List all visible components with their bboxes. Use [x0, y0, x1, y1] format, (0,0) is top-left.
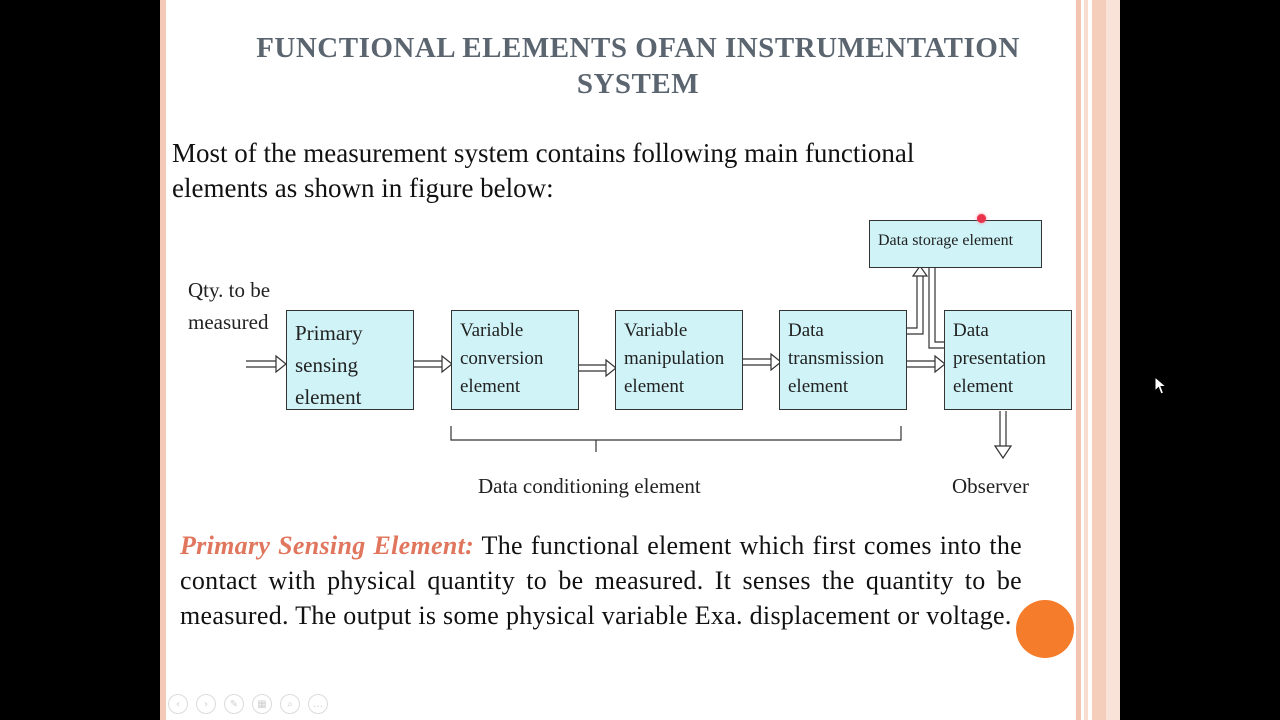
intro-line-2: elements as shown in figure below:: [172, 173, 554, 203]
slide-title: FUNCTIONAL ELEMENTS OFAN INSTRUMENTATION…: [200, 30, 1076, 102]
input-label-line-1: Qty. to be: [188, 278, 271, 302]
arrow-transmission-to-presentation: [907, 354, 946, 374]
input-arrow: [246, 354, 287, 374]
arrow-sensing-to-conversion: [414, 354, 453, 374]
slide-title-line-1: FUNCTIONAL ELEMENTS OFAN INSTRUMENTATION: [256, 32, 1020, 64]
more-icon[interactable]: …: [308, 694, 328, 714]
box-line: element: [953, 376, 1014, 397]
conditioning-brace: [450, 426, 902, 452]
next-icon[interactable]: ›: [196, 694, 216, 714]
mouse-cursor-icon: [1154, 376, 1168, 395]
primary-sensing-paragraph: Primary Sensing Element: The functional …: [180, 528, 1022, 633]
storage-label: Data storage element: [878, 232, 1014, 249]
arrow-to-storage: [907, 264, 929, 335]
input-label-line-2: measured: [188, 310, 269, 334]
box-line: Variable: [624, 320, 688, 341]
input-label: Qty. to be measured: [188, 274, 270, 338]
arrow-storage-to-presentation: [928, 268, 944, 349]
box-line: presentation: [953, 348, 1046, 369]
prev-icon[interactable]: ‹: [168, 694, 188, 714]
pen-icon[interactable]: ✎: [224, 694, 244, 714]
box-line: element: [624, 376, 685, 397]
slideshow-toolbar: ‹ › ✎ ▦ ⌕ …: [168, 694, 328, 716]
box-line: Data: [953, 320, 989, 341]
box-line: transmission: [788, 348, 885, 369]
variable-manipulation-element-box: Variable manipulation element: [615, 310, 743, 410]
box-line: conversion: [460, 348, 544, 369]
arrow-conversion-to-manipulation: [578, 358, 617, 378]
slide-border-right-2: [1084, 0, 1088, 720]
box-line: element: [460, 376, 521, 397]
primary-sensing-element-box: Primary sensing element: [286, 310, 414, 410]
presentation-slide: FUNCTIONAL ELEMENTS OFAN INSTRUMENTATION…: [160, 0, 1120, 720]
box-line: sensing: [295, 353, 358, 377]
block-diagram: Qty. to be measured Primary sensing elem…: [180, 214, 1080, 514]
observer-label: Observer: [952, 474, 1029, 498]
data-presentation-element-box: Data presentation element: [944, 310, 1072, 410]
slide-border-left: [160, 0, 166, 720]
box-line: Variable: [460, 320, 524, 341]
intro-line-1: Most of the measurement system contains …: [172, 138, 915, 168]
intro-text: Most of the measurement system contains …: [172, 136, 1102, 206]
definition-body: The functional element which first comes…: [180, 531, 1022, 630]
conditioning-label: Data conditioning element: [478, 474, 701, 498]
variable-conversion-element-box: Variable conversion element: [451, 310, 579, 410]
orange-circle-decoration: [1016, 600, 1074, 658]
slide-border-right-4: [1106, 0, 1120, 720]
slides-icon[interactable]: ▦: [252, 694, 272, 714]
slide-title-line-2: SYSTEM: [576, 68, 700, 100]
data-transmission-element-box: Data transmission element: [779, 310, 907, 410]
slide-border-right-3: [1092, 0, 1106, 720]
slide-border-right: [1076, 0, 1081, 720]
box-line: element: [788, 376, 849, 397]
box-line: element: [295, 385, 362, 409]
box-line: manipulation: [624, 348, 725, 369]
box-line: Primary: [295, 321, 363, 345]
data-storage-element-box: Data storage element: [869, 220, 1042, 268]
arrow-to-observer: [993, 411, 1013, 460]
diagram-connectors: [246, 264, 1013, 460]
definition-term: Primary Sensing Element:: [180, 531, 475, 560]
arrow-manipulation-to-transmission: [743, 352, 782, 372]
box-line: Data: [788, 320, 824, 341]
laser-pointer-dot: [977, 214, 986, 223]
zoom-icon[interactable]: ⌕: [280, 694, 300, 714]
